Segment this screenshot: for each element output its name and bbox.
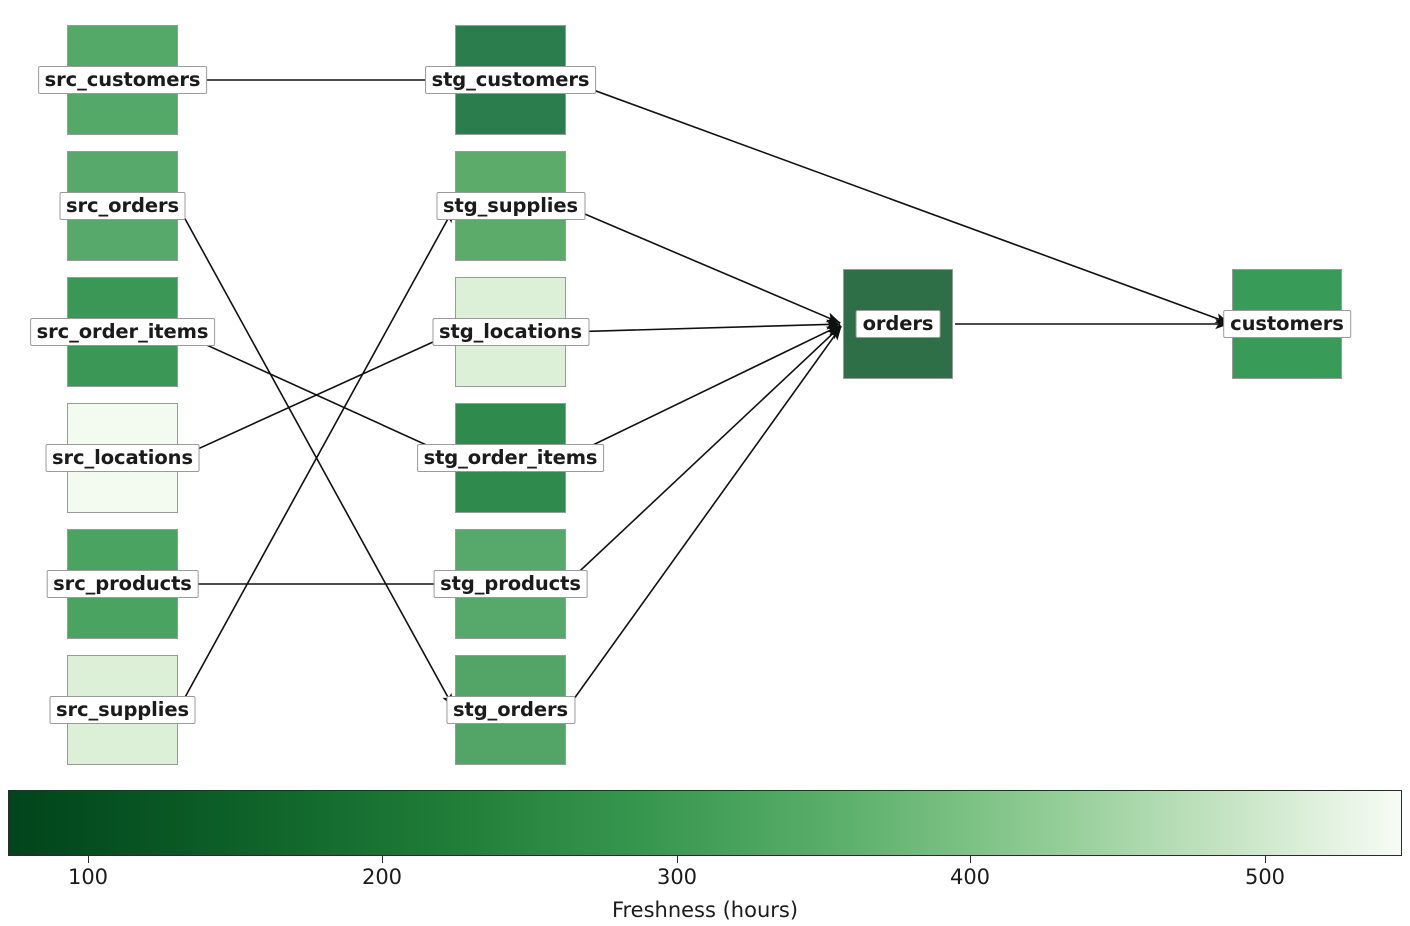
colorbar: 100 200 300 400 500 Freshness (hours) <box>0 780 1410 926</box>
edge-stg_orders-to-orders <box>566 325 842 709</box>
colorbar-tick-label: 400 <box>949 865 991 889</box>
edge-stg_supplies-to-orders <box>567 206 841 324</box>
node-label-stg_customers: stg_customers <box>424 65 597 95</box>
colorbar-label: Freshness (hours) <box>611 898 799 922</box>
node-label-stg_locations: stg_locations <box>431 317 590 347</box>
colorbar-tick-mark <box>970 856 971 863</box>
node-label-src_order_items: src_order_items <box>29 317 216 347</box>
edge-layer <box>178 74 1230 709</box>
node-label-stg_supplies: stg_supplies <box>435 191 586 221</box>
node-label-orders: orders <box>855 309 941 339</box>
edge-src_locations-to-stg_locations <box>179 332 453 458</box>
colorbar-gradient <box>8 790 1402 856</box>
colorbar-tick-label: 100 <box>67 865 109 889</box>
edge-src_order_items-to-stg_order_items <box>179 332 453 458</box>
colorbar-tick-mark <box>382 856 383 863</box>
node-label-stg_orders: stg_orders <box>445 695 576 725</box>
node-label-customers: customers <box>1223 309 1351 339</box>
node-label-src_customers: src_customers <box>37 65 208 95</box>
colorbar-tick-mark <box>88 856 89 863</box>
colorbar-tick-label: 500 <box>1244 865 1286 889</box>
edge-stg_locations-to-orders <box>567 319 841 333</box>
colorbar-ticks: 100 200 300 400 500 <box>0 856 1410 896</box>
colorbar-tick-label: 300 <box>656 865 698 889</box>
colorbar-tick-mark <box>1265 856 1266 863</box>
edge-src_supplies-to-stg_supplies <box>178 208 455 709</box>
edge-stg_order_items-to-orders <box>567 324 841 458</box>
node-label-stg_order_items: stg_order_items <box>416 443 605 473</box>
node-label-src_products: src_products <box>46 569 199 599</box>
colorbar-tick-mark <box>677 856 678 863</box>
node-label-src_orders: src_orders <box>59 191 186 221</box>
node-label-stg_products: stg_products <box>433 569 588 599</box>
edge-stg_products-to-orders <box>566 325 842 584</box>
edge-src_orders-to-stg_orders <box>178 207 455 708</box>
colorbar-tick-label: 200 <box>361 865 403 889</box>
node-label-src_supplies: src_supplies <box>49 695 196 725</box>
node-label-src_locations: src_locations <box>45 443 200 473</box>
